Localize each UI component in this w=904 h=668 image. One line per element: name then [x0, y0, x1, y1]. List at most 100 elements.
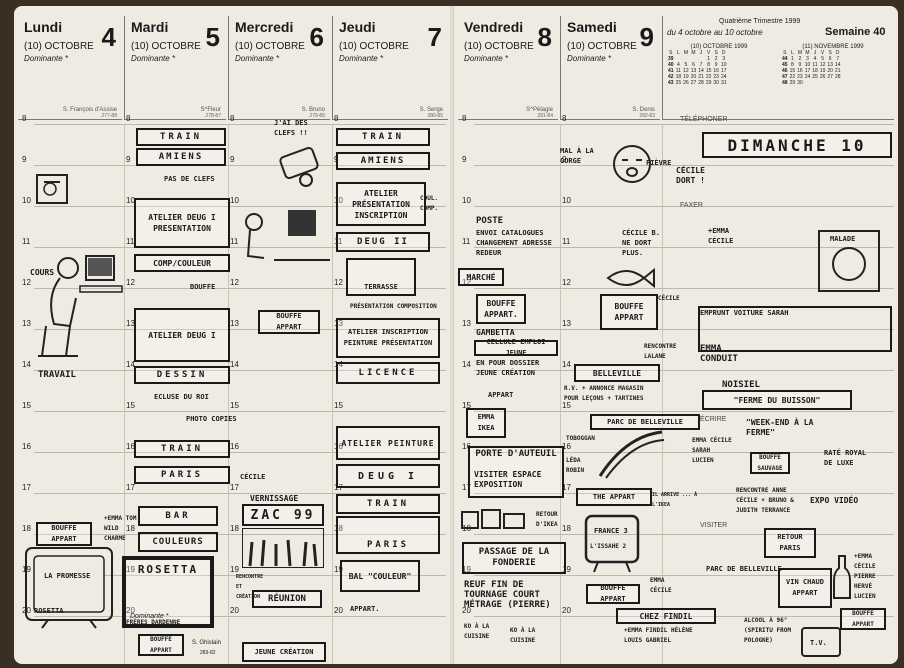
cal-day-cell: 24	[720, 74, 727, 80]
crowd-sketch	[242, 528, 324, 568]
thu-deug2-box: DEUG I	[336, 464, 440, 488]
thu-atelier3-box: ATELIER PEINTURE	[336, 426, 440, 460]
day-saint: S. Serge	[419, 107, 443, 113]
tue-comp-couleur-box: COMP/COULEUR	[134, 254, 230, 272]
fri-passage-box: PASSAGE DE LA FONDERIE	[462, 542, 566, 574]
book-spine	[448, 6, 456, 664]
cal-day-cell: 18	[675, 74, 682, 80]
cal-day-cell: 47	[782, 74, 788, 80]
sat-ikea-label: IL ARRIVE ... À L'IKEA	[652, 492, 698, 508]
hour-number: 15	[334, 401, 343, 410]
cal-day-cell: 25	[812, 74, 818, 80]
sat-leda-label: LÉDA ROBIN	[566, 457, 585, 474]
tue-bar-box: BAR	[138, 506, 218, 526]
sun-expo-label: EXPO VIDÉO	[810, 496, 859, 505]
tue-atelier-box: ATELIER DEUG I PRESENTATION	[134, 198, 230, 248]
hour-number: 12	[462, 278, 471, 287]
label-telephoner: TÉLÉPHONER	[680, 116, 728, 123]
tue-train2-box: TRAIN	[134, 440, 230, 458]
hour-line	[34, 534, 446, 535]
sun-malade-label: MALADE	[830, 235, 856, 243]
day-saint: S. Bruno	[301, 107, 325, 113]
tue-dominante-label: Dominante *	[130, 613, 169, 620]
cal-day-cell: 27	[690, 80, 697, 86]
hour-number: 20	[230, 606, 239, 615]
day-dominante: Dominante *	[339, 54, 384, 63]
sat-cuisine-label: KO À LA CUISINE	[510, 627, 536, 644]
sat-emma2-label: +EMMA FINDIL HÉLÈNE LOUIS GABRIEL	[624, 627, 693, 644]
wed-vernissage-label: VERNISSAGE	[250, 494, 299, 503]
hour-line	[474, 616, 894, 617]
cal-day-cell: 22	[789, 74, 796, 80]
sat-emma-label: EMMA CÉCILE	[650, 577, 672, 594]
hour-line	[474, 452, 894, 453]
label-visiter: VISITER	[700, 522, 728, 529]
sun-emma3-label: +EMMA CÉCILE PIERRE HERVÉ LUCIEN	[854, 553, 876, 600]
day-code: 282-83	[639, 113, 655, 119]
cal-day-cell: 8	[790, 62, 794, 68]
hour-number: 9	[462, 155, 467, 164]
hour-number: 13	[562, 319, 571, 328]
cal-day-cell: 43	[668, 80, 674, 86]
hour-line	[474, 165, 894, 166]
cal-day-cell: 10	[720, 62, 727, 68]
sat-appart2-box: BOUFFE APPART	[586, 584, 640, 604]
day-number: 7	[427, 22, 442, 52]
hour-line	[474, 370, 894, 371]
cal-head-cell: S	[783, 50, 787, 56]
wed-clefs-bubble: J'AI DES CLEFS !!	[274, 119, 308, 137]
hour-number: 16	[462, 442, 471, 451]
cal-day-cell: 18	[812, 68, 818, 74]
hour-number: 15	[562, 401, 571, 410]
cal-day-cell: 14	[834, 62, 841, 68]
hour-number: 20	[562, 606, 571, 615]
cal-day-cell: 29	[705, 80, 712, 86]
hour-number: 15	[462, 401, 471, 410]
wed-reunion-box: RÉUNION	[252, 590, 322, 608]
cal-head-cell: J	[813, 50, 817, 56]
thu-train-box: TRAIN	[336, 128, 430, 146]
mon-cours-label: COURS	[30, 268, 55, 277]
tue-paris-box: PARIS	[134, 466, 230, 484]
cal-day-cell: 20	[827, 68, 833, 74]
day-number: 5	[205, 22, 220, 52]
day-code: 277-88	[101, 113, 117, 119]
hour-number: 17	[462, 483, 471, 492]
day-header-thursday: Jeudi 7 (10) OCTOBRE Dominante * S. Serg…	[332, 16, 448, 120]
hour-number: 13	[334, 319, 343, 328]
cal-day-cell: 46	[782, 68, 788, 74]
hour-number: 10	[230, 196, 239, 205]
cal-head-cell: M	[797, 50, 802, 56]
fri-porte-box: PORTE D'AUTEUIL	[468, 446, 564, 498]
cal-day-cell: 13	[827, 62, 833, 68]
sun-vinchaud-box: VIN CHAUD APPART	[778, 568, 832, 608]
cal-day-cell: 41	[668, 68, 674, 74]
hour-number: 14	[230, 360, 239, 369]
hour-number: 10	[334, 196, 343, 205]
tue-ecluse-label: ECLUSE DU ROI	[154, 393, 209, 401]
thu-combi-label: PRÉSENTATION COMPOSITION	[350, 303, 437, 310]
day-dominante: Dominante *	[464, 54, 509, 63]
sun-voiture-label: EMPRUNT VOITURE SARAH	[700, 309, 789, 317]
cal-day-cell: 6	[828, 56, 832, 62]
day-header-saturday: Samedi 9 (10) OCTOBRE Dominante * S. Den…	[560, 16, 660, 120]
cal-day-cell: 5	[684, 62, 688, 68]
hour-number: 12	[126, 278, 135, 287]
sun-car-frame	[698, 306, 892, 352]
cal-head-cell: M	[805, 50, 810, 56]
cal-day-cell: 26	[683, 80, 689, 86]
day-month: (10) OCTOBRE	[131, 41, 201, 52]
hour-number: 16	[126, 442, 135, 451]
cal-day-cell: 11	[812, 62, 818, 68]
sat-gorge-label: MAL À LA GORGE	[560, 147, 594, 165]
telephone-sketch-icon	[36, 174, 68, 204]
column-divider	[228, 124, 229, 664]
desk-computer-sketch	[245, 210, 330, 261]
hour-number: 9	[22, 155, 27, 164]
day-header-tuesday: Mardi 5 (10) OCTOBRE Dominante * S^Fleur…	[124, 16, 226, 120]
hour-line	[474, 329, 894, 330]
tue-photocopies-label: PHOTO COPIES	[186, 415, 237, 423]
